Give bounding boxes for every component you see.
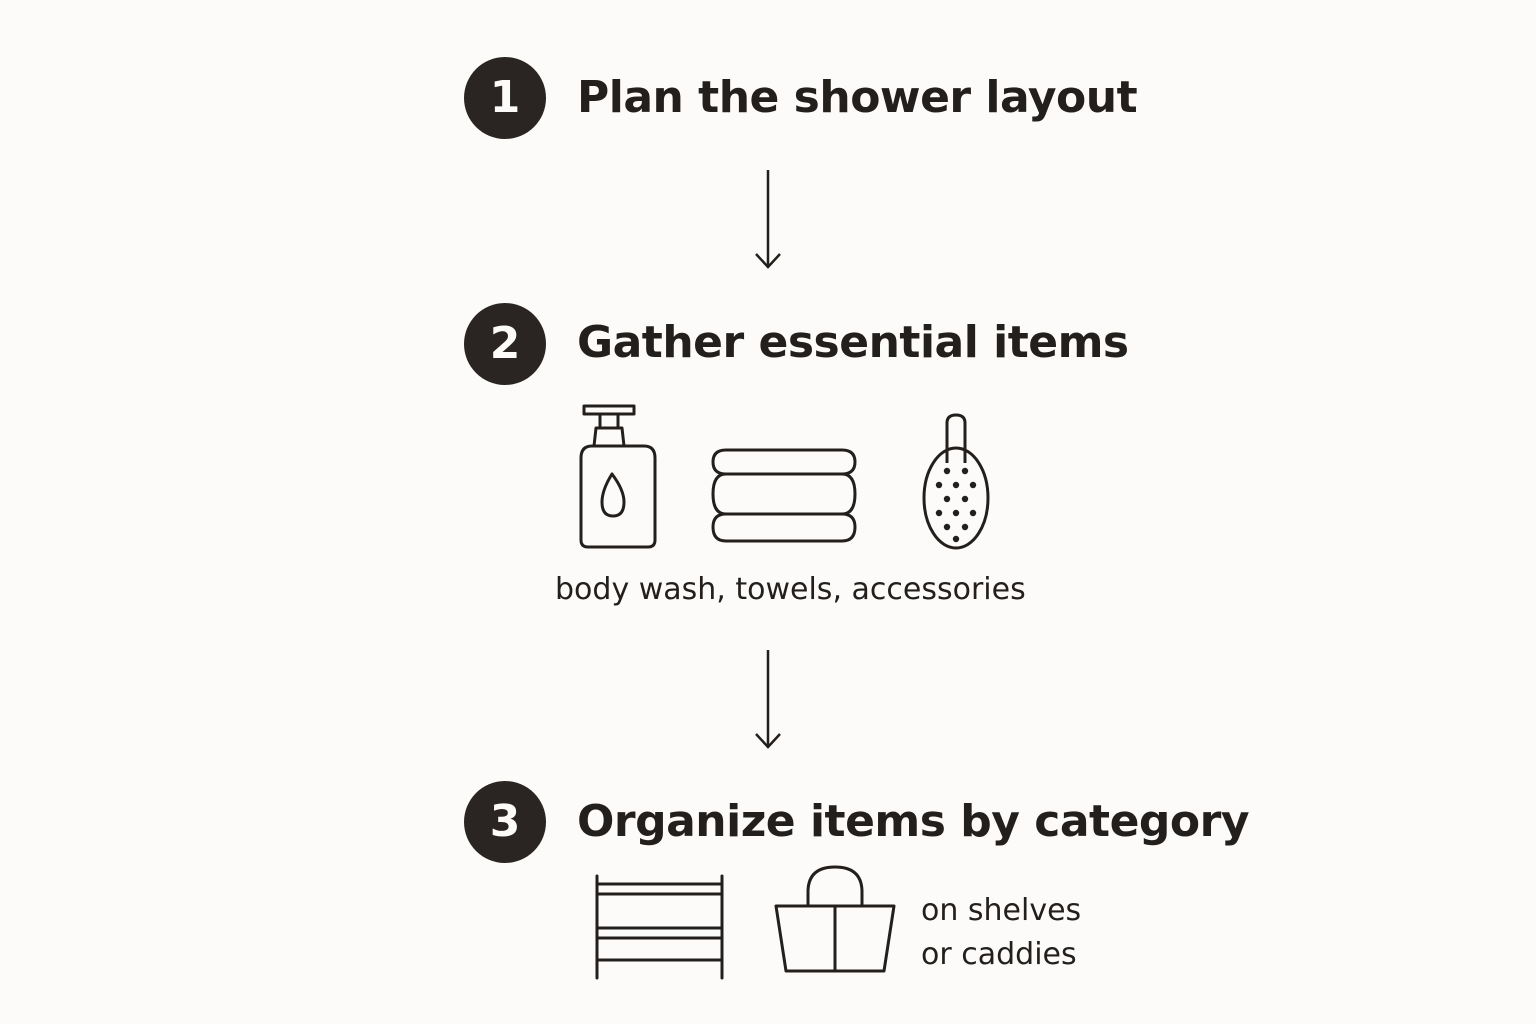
step-3-caption-line-2: or caddies — [921, 937, 1077, 972]
bath-brush-icon — [922, 413, 990, 550]
caddy-icon — [774, 865, 896, 973]
step-2-title: Gather essential items — [577, 317, 1129, 368]
step-3-caption-line-1: on shelves — [921, 893, 1082, 928]
step-1-badge: 1 — [464, 57, 546, 139]
folded-towels-icon — [711, 448, 857, 543]
step-2-caption: body wash, towels, accessories — [555, 572, 1026, 607]
step-1-title: Plan the shower layout — [577, 72, 1138, 123]
step-2-badge: 2 — [464, 303, 546, 385]
pump-bottle-icon — [579, 404, 657, 549]
down-arrow-icon — [755, 650, 781, 749]
down-arrow-icon — [755, 170, 781, 269]
shelf-icon — [595, 874, 724, 980]
step-3-badge: 3 — [464, 781, 546, 863]
step-3-title: Organize items by category — [577, 796, 1250, 847]
